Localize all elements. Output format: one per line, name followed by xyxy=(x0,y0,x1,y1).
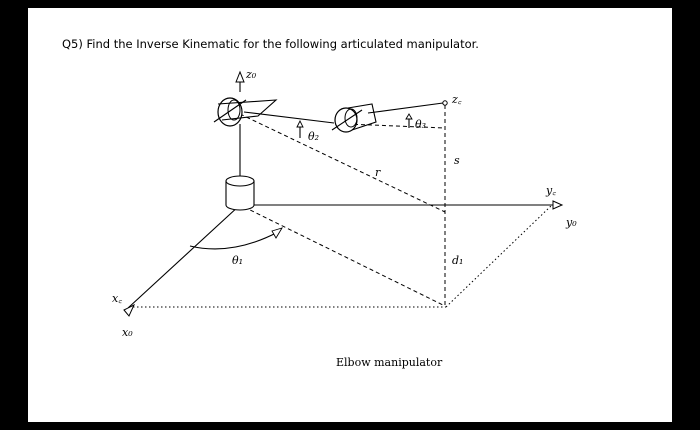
upper-arm-link xyxy=(243,111,335,124)
theta3-label: θ₃ xyxy=(415,118,426,131)
z0-arrowhead xyxy=(235,70,245,83)
ground-projection-line xyxy=(243,206,446,307)
y0-label: y₀ xyxy=(565,216,577,229)
r-label: r xyxy=(375,166,381,179)
yc-ground-line xyxy=(445,204,553,308)
zc-label: z꜀ xyxy=(451,93,462,106)
yc-label: y꜀ xyxy=(545,184,556,197)
y0-arrowhead xyxy=(552,200,564,210)
theta1-label: θ₁ xyxy=(232,254,243,267)
page-background xyxy=(28,8,672,422)
figure-caption: Elbow manipulator xyxy=(336,356,443,369)
forearm-link xyxy=(367,102,444,114)
z0-label: z₀ xyxy=(245,68,257,81)
r-dashed-line xyxy=(239,113,446,213)
question-text: Q5) Find the Inverse Kinematic for the f… xyxy=(62,37,479,51)
theta2-label: θ₂ xyxy=(308,130,319,143)
d1-label: d₁ xyxy=(452,254,463,267)
elbow-reference-line xyxy=(346,123,446,129)
x0-arrowhead xyxy=(123,303,136,317)
xc-label: x꜀ xyxy=(112,292,122,305)
base-cylinder xyxy=(225,175,255,211)
elbow-joint xyxy=(331,103,377,133)
theta1-arc xyxy=(189,231,279,250)
shoulder-joint xyxy=(213,97,278,127)
x0-label: x₀ xyxy=(122,326,133,339)
end-effector-point xyxy=(442,100,448,106)
x0-axis xyxy=(127,204,241,309)
s-label: s xyxy=(454,154,460,167)
